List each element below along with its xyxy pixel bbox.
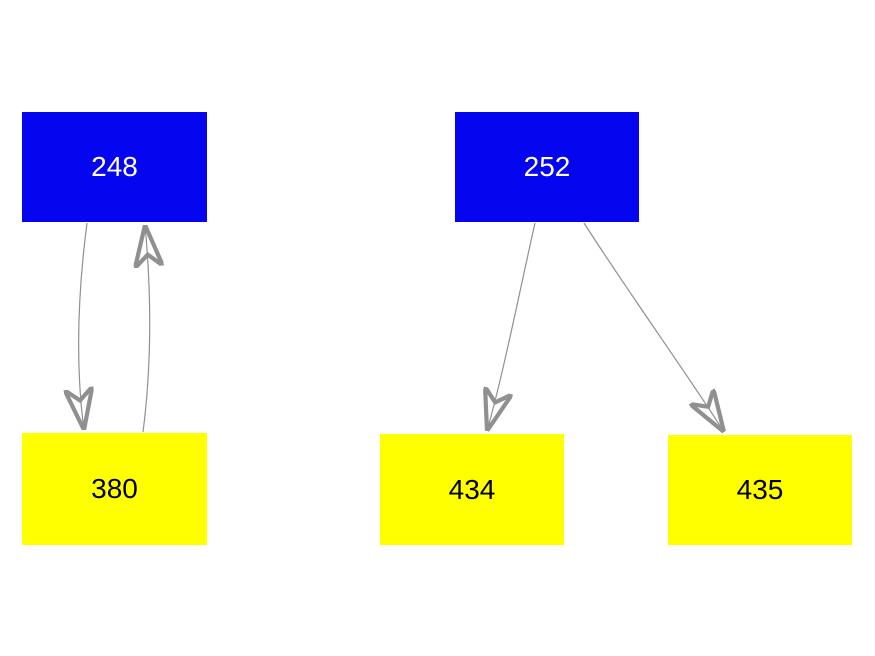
node-380-label: 380 <box>91 473 138 504</box>
edge-252-to-434 <box>487 222 536 431</box>
node-252-label: 252 <box>523 151 571 182</box>
edge-248-to-380 <box>79 222 87 430</box>
edge-380-to-248 <box>143 225 150 433</box>
node-248-label: 248 <box>91 151 138 182</box>
node-434[interactable]: 434 <box>380 434 564 545</box>
node-435-label: 435 <box>736 474 784 505</box>
edge-252-to-435 <box>583 222 724 432</box>
node-252[interactable]: 252 <box>455 112 639 222</box>
node-435[interactable]: 435 <box>668 435 852 545</box>
node-380[interactable]: 380 <box>22 433 207 545</box>
node-248[interactable]: 248 <box>22 112 207 222</box>
node-434-label: 434 <box>448 473 496 505</box>
